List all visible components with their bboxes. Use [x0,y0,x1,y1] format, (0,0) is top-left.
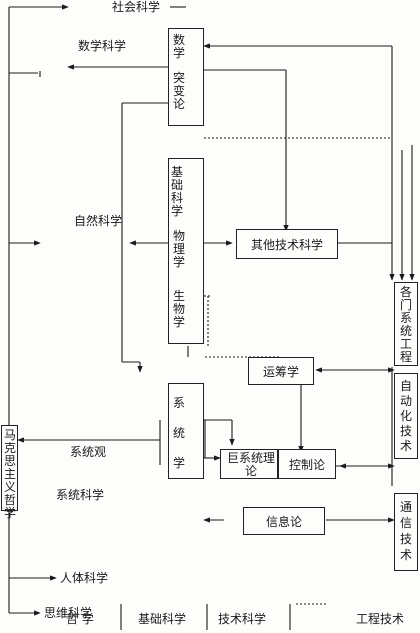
box-information-theory: 信息论 [243,507,325,535]
node-human-science: 人体科学 [60,571,109,585]
label-catastrophe-theory: 突变论 [172,71,185,111]
box-basic-science-group [168,158,204,344]
box-systematics [168,383,204,479]
box-mathematics-group [168,28,204,126]
footer-tech-science: 技术科学 [218,612,267,626]
label-marxist-philosophy: 马克思主义哲学 [3,428,16,520]
node-systems-science: 系统科学 [56,488,105,502]
node-systems-view: 系统观 [70,445,107,459]
label-basic-science: 基础科学 [170,165,183,218]
label-systematics: 系统学 [172,396,185,470]
box-giant-systems-theory: 巨系统理论 [220,449,278,479]
node-thinking-science: 思维科学 [44,606,93,620]
label-control-theory: 控制论 [288,457,325,472]
label-operations-research: 运筹学 [262,364,299,379]
label-physics: 物理学 [172,229,185,269]
footer-basic-science: 基础科学 [138,612,187,626]
label-biology: 生物学 [172,289,185,329]
label-other-tech-sciences: 其他技术科学 [250,237,323,252]
label-giant-systems-theory: 巨系统理论 [227,451,276,478]
box-communication-tech: 通信技术 [394,493,418,571]
box-other-tech-sciences: 其他技术科学 [236,229,338,259]
footer-philosophy: 哲 学 [66,612,94,626]
node-social-science: 社会科学 [112,0,161,14]
box-automation-tech: 自动化技术 [394,373,418,459]
box-systems-engineering: 各门系统工程 [394,282,418,366]
box-marxist-philosophy: 马克思主义哲学 [1,425,18,520]
label-information-theory: 信息论 [265,514,302,529]
node-math-science: 数学科学 [78,39,127,53]
label-communication-tech: 通信技术 [399,500,412,562]
box-operations-research: 运筹学 [248,357,314,385]
label-mathematics: 数学 [172,33,185,60]
box-control-theory: 控制论 [278,449,336,479]
node-natural-science: 自然科学 [74,214,123,228]
footer-engineering: 工程技术 [356,612,405,626]
label-systems-engineering: 各门系统工程 [399,285,412,364]
label-automation-tech: 自动化技术 [399,379,412,453]
